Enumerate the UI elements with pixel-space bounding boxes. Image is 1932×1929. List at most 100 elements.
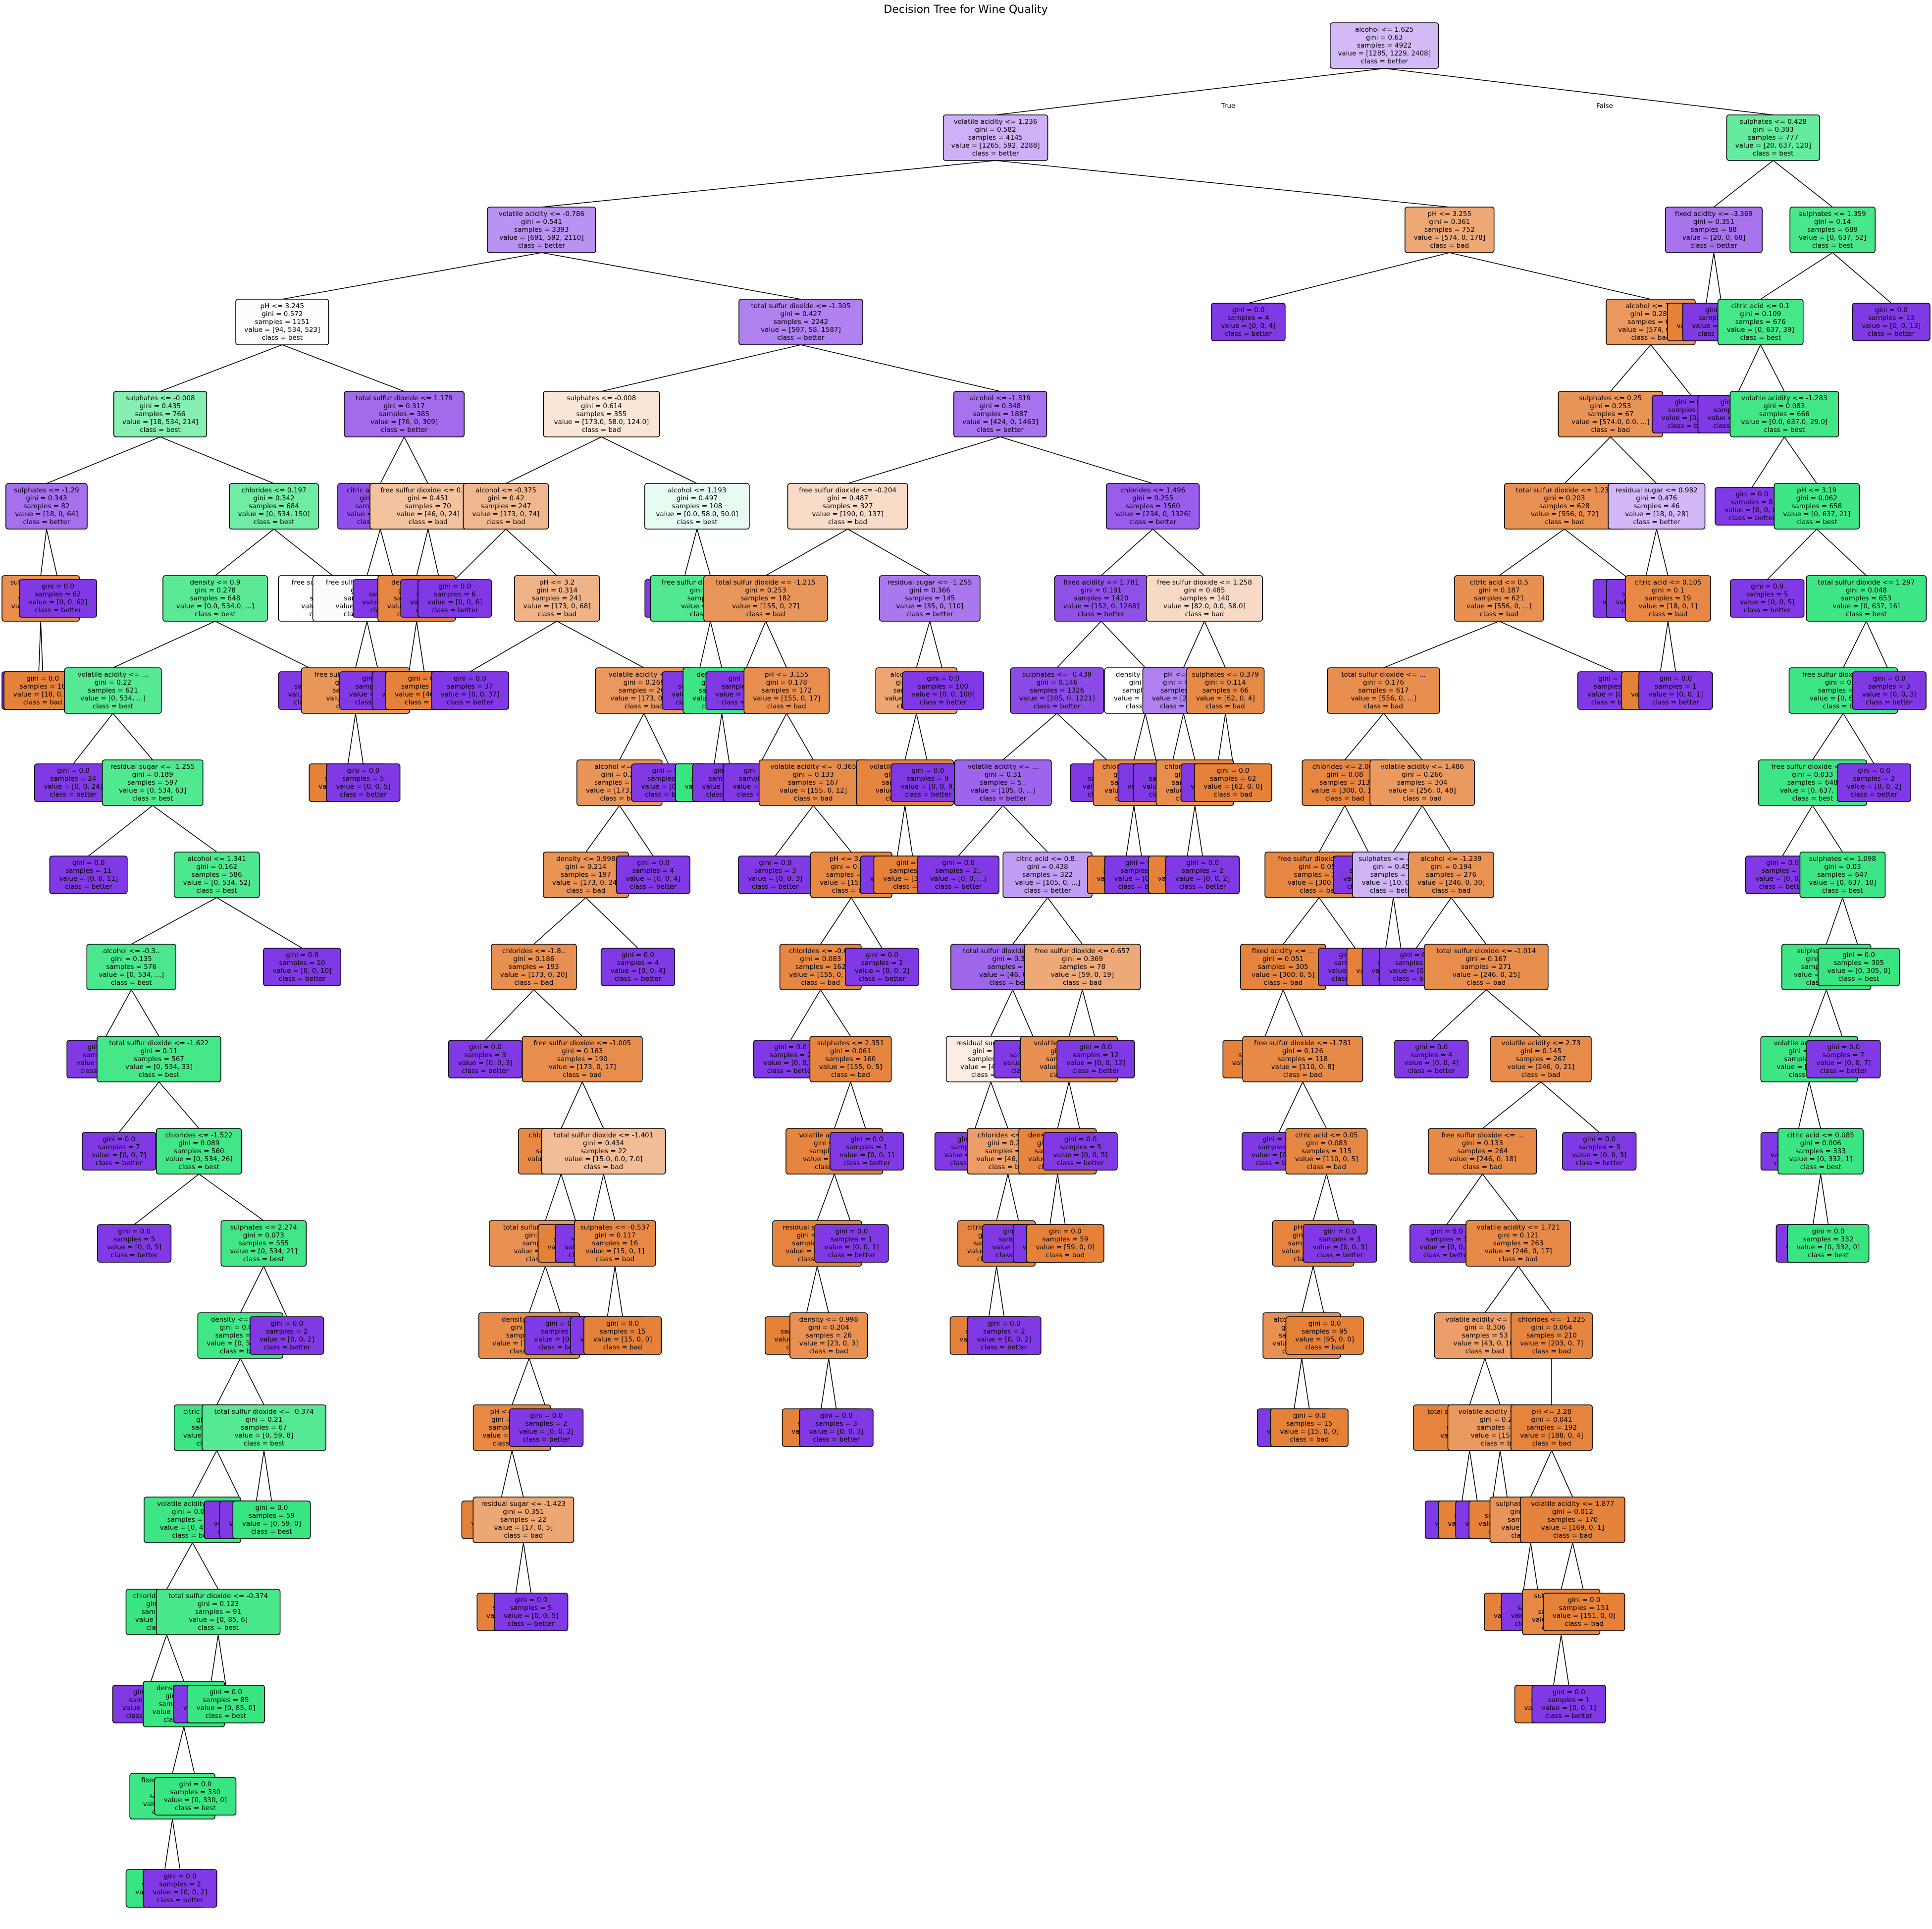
- tree-edge: [1564, 529, 1630, 580]
- node-line: gini = 0.485: [1184, 587, 1225, 594]
- node-line: sulphates <= -0.439: [1022, 671, 1092, 679]
- node-line: value = [0.0, 534.0, ...]: [176, 602, 254, 610]
- node-line: samples = 2: [770, 1051, 812, 1059]
- node-line: samples = 1: [1655, 683, 1697, 691]
- node-line: value = [190, 0, 137]: [812, 510, 884, 518]
- tree-edge: [557, 621, 644, 668]
- node-line: samples = 264: [1457, 1147, 1508, 1155]
- node-box: [1146, 575, 1263, 622]
- node-line: value = [0, 0, 3]: [1312, 1243, 1367, 1251]
- node-line: value = [155, 0, 12]: [780, 787, 847, 795]
- tree-edge: [1809, 989, 1827, 1037]
- node-line: value = [246, 0, 25]: [1453, 971, 1520, 979]
- node-line: class = better: [65, 883, 112, 891]
- tree-edge: [1068, 1081, 1081, 1133]
- node-line: gini = 0.0: [1079, 1043, 1112, 1051]
- node-box: [1428, 1128, 1537, 1175]
- node-line: volatile acidity <= 1.877: [1531, 1500, 1615, 1508]
- node-box: [1424, 944, 1549, 990]
- node-line: class = better: [340, 791, 387, 799]
- node-line: citric acid <= 0.5: [1470, 579, 1528, 587]
- node-line: value = [23, 0, 3]: [799, 1340, 858, 1347]
- node-line: samples = 2: [1182, 867, 1224, 875]
- tree-edge: [366, 621, 379, 672]
- node-line: samples = 67: [1587, 410, 1633, 418]
- node-line: gini = 0.0: [347, 767, 379, 775]
- tree-edge: [1482, 1081, 1541, 1129]
- node-line: samples = 2: [983, 1328, 1025, 1336]
- node-line: class = best: [1764, 426, 1805, 434]
- node-line: gini = 0.0: [1873, 675, 1906, 683]
- node-line: gini = 0.121: [1498, 1232, 1539, 1239]
- node-line: samples = 3: [465, 1051, 507, 1059]
- node-line: sulphates <= 0.25: [1579, 394, 1642, 402]
- tree-edge: [199, 1174, 264, 1221]
- node-box: [514, 575, 600, 622]
- node-line: samples = 313: [1319, 779, 1370, 787]
- node-line: samples = 162: [795, 963, 846, 971]
- node-line: class = best: [175, 1804, 216, 1812]
- tree-edge: [1385, 897, 1394, 949]
- node-box: [1327, 667, 1440, 714]
- tree-edge: [820, 897, 852, 945]
- node-line: samples = 4: [1227, 314, 1269, 322]
- node-line: class = better: [1034, 702, 1081, 710]
- node-line: sulphates <= 2.274: [230, 1224, 297, 1232]
- tree-edge: [1294, 1358, 1303, 1409]
- node-line: class = better: [778, 334, 825, 342]
- node-line: chlorides <= -1.8..: [502, 947, 565, 955]
- node-line: value = [15.0, 0.0, 7.0]: [565, 1155, 642, 1163]
- tree-edge: [256, 1450, 264, 1501]
- tree-edge: [916, 621, 931, 668]
- node-line: density <= 0.998: [799, 1316, 858, 1324]
- node-line: value = [246, 0, 18]: [1449, 1155, 1516, 1163]
- node-box: [431, 671, 510, 710]
- tree-edge: [995, 68, 1385, 115]
- node-box: [574, 1220, 656, 1267]
- node-line: class = better: [629, 883, 677, 891]
- node-line: gini = 0.163: [562, 1047, 603, 1055]
- tree-edge: [500, 1450, 513, 1501]
- tree-edge: [1012, 989, 1035, 1041]
- node-box: [1285, 1128, 1368, 1175]
- node-line: gini = 0.269: [624, 679, 665, 687]
- tree-edge: [166, 1634, 185, 1682]
- node-line: samples = 28: [1370, 871, 1416, 879]
- tree-edge: [714, 713, 723, 764]
- node-box: [738, 299, 863, 345]
- node-line: value = [0, 0, 13]: [1862, 322, 1921, 330]
- node-line: gini = 0.0: [988, 1320, 1021, 1328]
- node-line: samples = 37: [447, 683, 493, 691]
- node-line: sulphates <= -0.537: [580, 1224, 650, 1232]
- tree-edge: [380, 436, 405, 484]
- node-line: value = [0, 534, 26]: [165, 1155, 233, 1163]
- node-box: [1787, 1224, 1870, 1263]
- tree-edge: [506, 436, 602, 484]
- node-line: gini = 0.541: [521, 218, 562, 226]
- node-line: value = [0, 332, 1]: [1789, 1155, 1852, 1163]
- node-line: gini = 0.0: [1812, 1228, 1845, 1235]
- node-line: pH <= 3.155: [765, 671, 809, 679]
- tree-edge: [851, 897, 883, 949]
- node-line: value = [0, 534, ...]: [99, 971, 164, 979]
- node-box: [472, 1497, 574, 1543]
- node-line: class = best: [206, 1712, 247, 1720]
- node-line: value = [173, 0, 24]: [552, 879, 620, 887]
- node-line: class = bad: [1499, 1255, 1538, 1263]
- node-line: class = bad: [514, 979, 553, 987]
- tree-edge: [1499, 529, 1565, 576]
- node-line: value = [0, 0, 3]: [1572, 1151, 1626, 1159]
- node-line: gini = 0.083: [1764, 402, 1805, 410]
